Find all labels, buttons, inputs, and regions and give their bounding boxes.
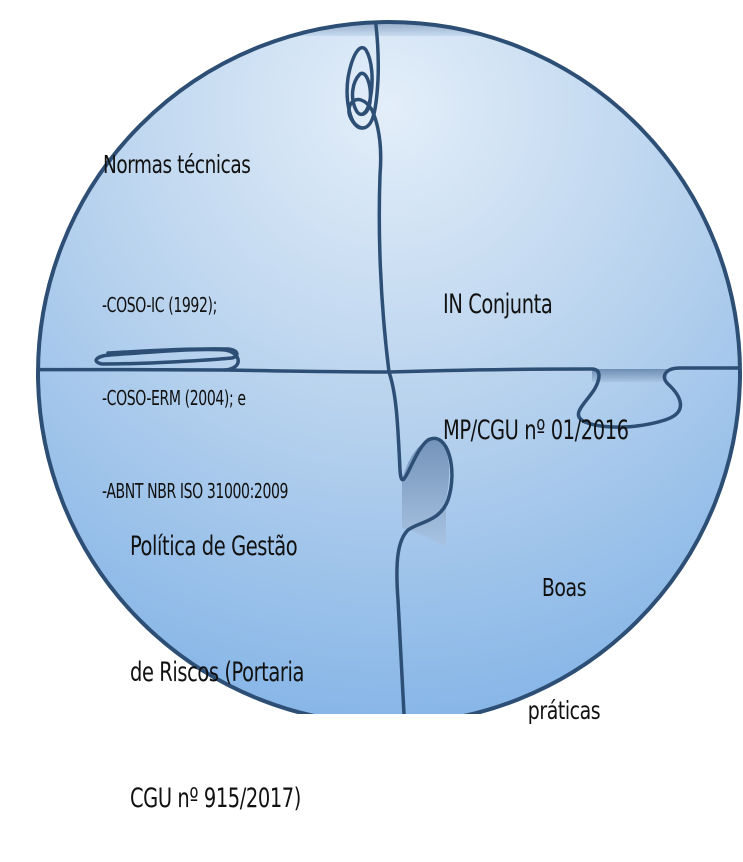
lower-tab-shade — [402, 439, 450, 548]
right-tab-shade — [592, 369, 668, 382]
norms-item: -COSO-ERM (2004); e — [102, 386, 246, 410]
good-practices-label: Boas práticas — [510, 485, 618, 772]
left-horizontal-seam-end — [223, 368, 391, 374]
risk-policy-line: CGU nº 915/2017) — [130, 783, 301, 814]
norms-item: -COSO-IC (1992); — [102, 293, 217, 317]
puzzle-circle-diagram — [36, 20, 742, 714]
norms-list: -COSO-IC (1992); -COSO-ERM (2004); e -AB… — [102, 228, 288, 538]
upper-vertical-seam-lower — [347, 97, 391, 374]
good-practices-line: Boas — [541, 573, 587, 602]
risk-policy-line: Política de Gestão — [130, 531, 298, 562]
right-horizontal-seam — [387, 366, 740, 429]
left-horizontal-seam — [38, 347, 240, 372]
risk-policy-label: Política de Gestão de Riscos (Portaria C… — [130, 442, 304, 862]
in-conjunta-line: MP/CGU nº 01/2016 — [443, 415, 629, 446]
lower-vertical-seam — [387, 370, 454, 714]
circle-outline — [36, 20, 742, 714]
good-practices-line: práticas — [527, 696, 601, 725]
norms-item: -ABNT NBR ISO 31000:2009 — [102, 479, 289, 503]
in-conjunta-label: IN Conjunta MP/CGU nº 01/2016 — [443, 200, 629, 494]
norms-title: Normas técnicas — [103, 150, 251, 179]
in-conjunta-line: IN Conjunta — [443, 289, 553, 320]
risk-policy-line: de Riscos (Portaria — [130, 657, 304, 688]
